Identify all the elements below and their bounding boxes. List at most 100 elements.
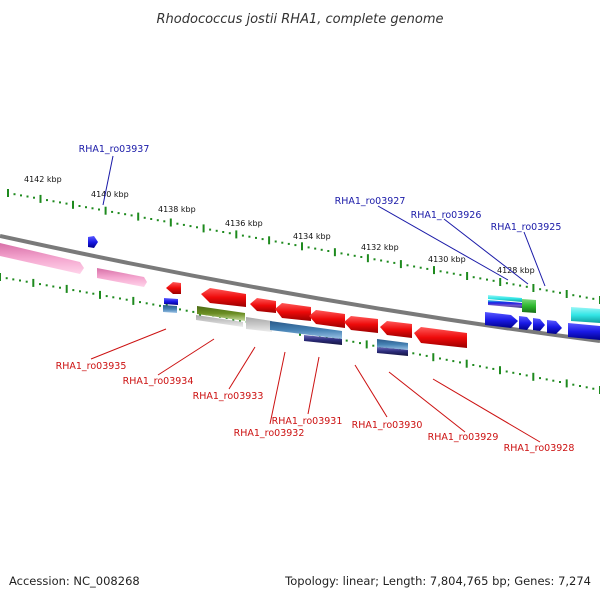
upper-scale-minor-tick [320,248,323,251]
gene-ro03934-gray[interactable] [196,315,243,327]
gene-ro03925-blue-3[interactable] [533,318,545,331]
upper-scale-minor-tick [572,294,575,297]
upper-scale-minor-tick [124,213,127,216]
gene-ro03928-red[interactable] [414,327,467,348]
upper-scale-major-tick [366,254,369,263]
gene-label-ro03931[interactable]: RHA1_ro03931 [272,416,343,427]
lower-scale-minor-tick [45,284,48,287]
upper-scale-major-tick [466,272,469,280]
gene-ro03930-navy[interactable] [377,347,408,356]
leader-ro03933 [228,346,256,390]
gene-ro03935-steel[interactable] [163,305,177,313]
upper-scale-minor-tick [13,193,16,196]
lower-scale-minor-tick [452,360,455,363]
gene-label-ro03927[interactable]: RHA1_ro03927 [335,196,406,207]
gene-ro03932-steel[interactable] [270,321,342,339]
upper-scale-minor-tick [20,194,22,197]
gene-pink-2[interactable] [97,268,147,287]
gene-label-ro03928[interactable]: RHA1_ro03928 [504,443,575,454]
upper-scale-minor-tick [386,260,389,263]
gene-ro03927-cyan[interactable] [488,295,522,302]
scale-labels: 4142 kbp 4140 kbp 4138 kbp 4136 kbp 4134… [24,175,535,275]
leader-ro03930 [354,364,388,418]
gene-label-ro03925[interactable]: RHA1_ro03925 [491,222,562,233]
gene-label-ro03935[interactable]: RHA1_ro03935 [56,361,127,372]
upper-scale-major-tick [333,248,336,257]
upper-scale-minor-tick [552,290,555,293]
upper-scale-minor-tick [327,250,330,252]
topology-text: Topology: linear; Length: 7,804,765 bp; … [284,574,591,588]
scale-label-4132: 4132 kbp [361,243,399,252]
gene-ro03929-red[interactable] [380,321,412,338]
gene-blue-right[interactable] [568,323,600,340]
lower-scale-major-tick [0,273,1,281]
gene-label-ro03929[interactable]: RHA1_ro03929 [428,432,499,443]
upper-scale-minor-tick [314,247,317,250]
upper-scale-minor-tick [196,226,198,229]
lower-scale-minor-tick [125,298,128,301]
leader-ro03937 [102,155,114,206]
upper-scale-major-tick [169,218,172,227]
lower-scale-major-tick [232,315,235,324]
gene-ro03930-steel[interactable] [377,339,408,350]
lower-scale-minor-tick [159,304,161,307]
lower-scale-minor-tick [372,344,375,347]
lower-scale-minor-tick [505,370,508,373]
gene-pink-left[interactable] [0,243,84,274]
upper-scale-minor-tick [539,288,542,291]
lower-scale-minor-tick [472,364,475,366]
lower-scale-major-tick [65,284,68,293]
gene-label-ro03932[interactable]: RHA1_ro03932 [234,428,305,439]
gene-label-ro03930[interactable]: RHA1_ro03930 [352,420,423,431]
upper-scale-minor-tick [545,289,548,292]
upper-scale-minor-tick [439,270,442,273]
lower-scale-minor-tick [139,301,141,304]
gene-ro03925-blue-2[interactable] [519,316,532,330]
gene-label-ro03937[interactable]: RHA1_ro03937 [79,144,150,155]
lower-scale-minor-tick [52,285,55,288]
lower-scale-minor-tick [345,339,348,342]
gene-ro03931-navy[interactable] [304,335,342,345]
lower-scale-major-tick [432,353,435,362]
gene-arrow-ro03937[interactable] [88,236,98,248]
upper-scale-minor-tick [91,207,94,210]
lower-scale-minor-tick [592,387,595,390]
upper-scale-minor-tick [592,297,595,300]
gene-ro03925-blue-1[interactable] [485,312,518,328]
gene-ro03931-red[interactable] [309,310,345,328]
gene-ro03935-blue[interactable] [164,298,178,305]
upper-scale-major-tick [104,206,107,215]
upper-scale-minor-tick [413,265,416,268]
upper-scale-major-tick [399,260,402,269]
upper-scale-major-tick [202,224,205,233]
gene-cyan-right[interactable] [571,307,600,323]
upper-scale-major-tick [7,189,9,197]
lower-scale-minor-tick [525,374,528,377]
upper-scale-minor-tick [452,272,455,275]
gene-ro03926-green[interactable] [522,299,536,313]
upper-scale-major-tick [268,236,271,245]
top-leader-lines [102,155,546,287]
scale-label-4142: 4142 kbp [24,175,62,184]
upper-scale-minor-tick [340,252,343,255]
gene-ro03934-red[interactable] [201,288,246,307]
bottom-leader-lines [90,328,541,443]
gene-ro03932-gray[interactable] [246,317,272,332]
gene-label-ro03934[interactable]: RHA1_ro03934 [123,376,194,387]
gene-ro03935-red[interactable] [166,282,181,294]
gene-ro03930-red[interactable] [344,316,378,333]
gene-ro03925-blue-4[interactable] [547,320,562,334]
gene-ro03933-red[interactable] [250,298,276,313]
upper-scale-minor-tick [585,296,588,299]
gene-ro03934-olive[interactable] [197,306,245,321]
upper-scale-minor-tick [52,200,55,203]
scale-label-4138: 4138 kbp [158,205,196,214]
gene-ro03932-red[interactable] [275,303,311,321]
upper-scale-minor-tick [156,219,159,222]
gene-ro03927-navy[interactable] [488,300,522,308]
upper-scale-minor-tick [215,229,218,232]
gene-label-ro03933[interactable]: RHA1_ro03933 [193,391,264,402]
lower-scale-minor-tick [72,289,75,292]
gene-label-ro03926[interactable]: RHA1_ro03926 [411,210,482,221]
upper-scale-minor-tick [111,210,114,213]
